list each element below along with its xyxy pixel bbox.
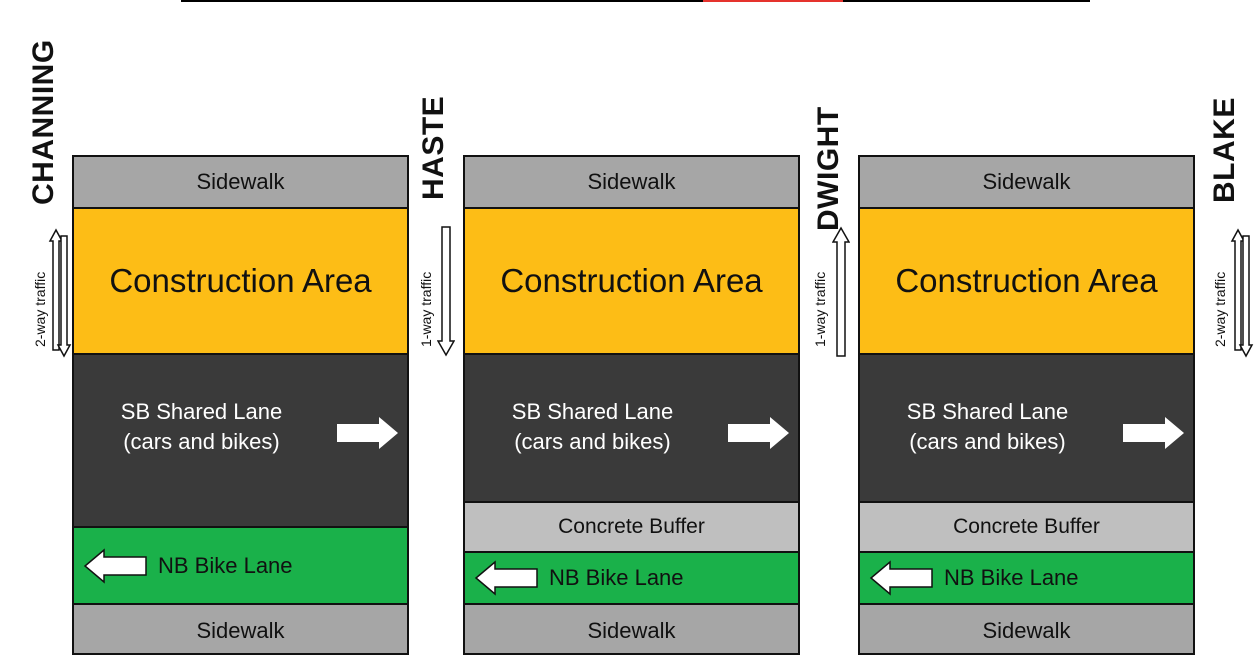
arrow-down-icon (437, 226, 455, 357)
traffic-label-blake: 2-way traffic (1212, 271, 1228, 347)
bike-lane-label: NB Bike Lane (549, 565, 684, 590)
bike-lane: NB Bike Lane (860, 553, 1193, 605)
bike-lane: NB Bike Lane (465, 553, 798, 605)
sidewalk-bottom: Sidewalk (860, 605, 1193, 653)
concrete-buffer: Concrete Buffer (465, 503, 798, 553)
street-section-haste-dwight: Sidewalk Construction Area SB Shared Lan… (463, 155, 800, 655)
sidewalk-label: Sidewalk (982, 169, 1071, 194)
construction-label: Construction Area (109, 262, 372, 299)
shared-lane-sublabel: (cars and bikes) (909, 429, 1066, 454)
bike-lane-label: NB Bike Lane (158, 552, 293, 578)
street-label-blake: BLAKE (1208, 97, 1241, 203)
sidewalk-label: Sidewalk (982, 618, 1071, 643)
sidewalk-top: Sidewalk (74, 157, 407, 209)
sidewalk-label: Sidewalk (196, 618, 285, 643)
arrow-left-icon (869, 560, 933, 596)
street-label-dwight: DWIGHT (812, 106, 845, 231)
sidewalk-bottom: Sidewalk (465, 605, 798, 653)
shared-lane: SB Shared Lane (cars and bikes) (74, 355, 407, 528)
top-border-line (181, 0, 1090, 2)
concrete-buffer-label: Concrete Buffer (558, 515, 705, 538)
shared-lane-text: SB Shared Lane (cars and bikes) (860, 397, 1115, 457)
street-label-haste: HASTE (417, 95, 450, 200)
sidewalk-bottom: Sidewalk (74, 605, 407, 653)
arrow-left-icon (83, 547, 147, 584)
shared-lane-sublabel: (cars and bikes) (514, 429, 671, 454)
shared-lane-text: SB Shared Lane (cars and bikes) (74, 397, 329, 457)
sidewalk-label: Sidewalk (587, 169, 676, 194)
street-section-dwight-blake: Sidewalk Construction Area SB Shared Lan… (858, 155, 1195, 655)
bike-lane: NB Bike Lane (74, 528, 407, 605)
bike-lane-label: NB Bike Lane (944, 565, 1079, 590)
traffic-label-haste: 1-way traffic (418, 271, 434, 347)
construction-label: Construction Area (500, 262, 763, 299)
shared-lane: SB Shared Lane (cars and bikes) (465, 355, 798, 503)
sidewalk-label: Sidewalk (587, 618, 676, 643)
double-arrow-icon (48, 228, 72, 358)
sidewalk-top: Sidewalk (465, 157, 798, 209)
construction-label: Construction Area (895, 262, 1158, 299)
construction-area: Construction Area (74, 209, 407, 355)
construction-area: Construction Area (465, 209, 798, 355)
traffic-label-dwight: 1-way traffic (812, 271, 828, 347)
top-accent-line (703, 0, 843, 2)
arrow-up-icon (832, 226, 850, 357)
double-arrow-icon (1230, 228, 1254, 358)
construction-area: Construction Area (860, 209, 1193, 355)
shared-lane-label: SB Shared Lane (120, 399, 283, 424)
sidewalk-label: Sidewalk (196, 169, 285, 194)
shared-lane-sublabel: (cars and bikes) (123, 429, 280, 454)
shared-lane: SB Shared Lane (cars and bikes) (860, 355, 1193, 503)
arrow-left-icon (474, 560, 538, 596)
concrete-buffer: Concrete Buffer (860, 503, 1193, 553)
street-section-channing-haste: Sidewalk Construction Area SB Shared Lan… (72, 155, 409, 655)
arrow-right-icon (337, 417, 398, 449)
arrow-right-icon (1123, 417, 1184, 449)
concrete-buffer-label: Concrete Buffer (953, 515, 1100, 538)
street-label-channing: CHANNING (27, 39, 60, 205)
sidewalk-top: Sidewalk (860, 157, 1193, 209)
shared-lane-label: SB Shared Lane (906, 399, 1069, 424)
arrow-right-icon (728, 417, 789, 449)
traffic-label-channing: 2-way traffic (32, 271, 48, 347)
shared-lane-label: SB Shared Lane (511, 399, 674, 424)
shared-lane-text: SB Shared Lane (cars and bikes) (465, 397, 720, 457)
